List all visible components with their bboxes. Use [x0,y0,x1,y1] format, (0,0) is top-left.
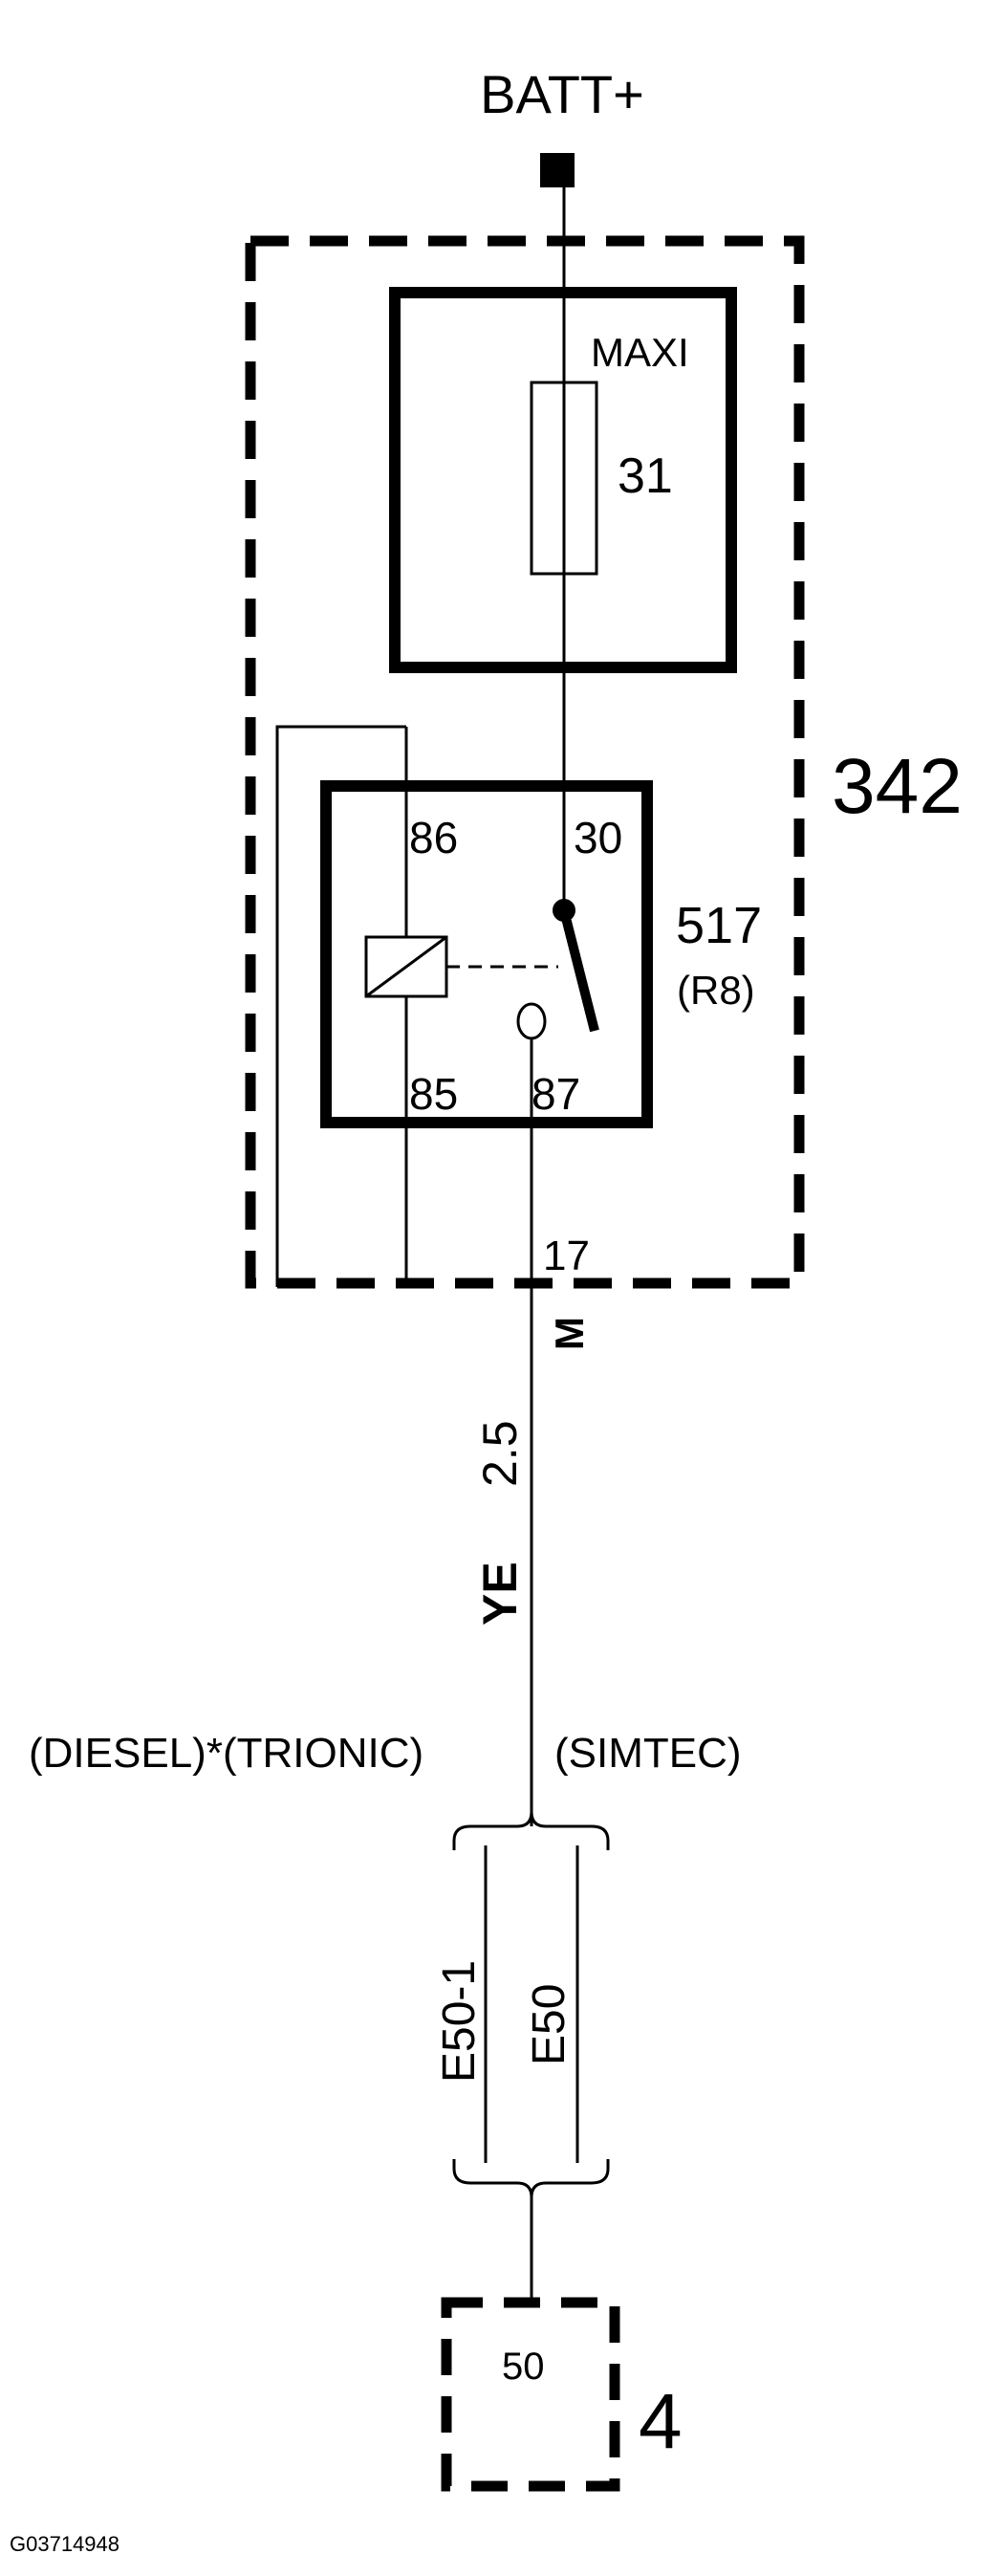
batt-plus-label: BATT+ [480,64,644,124]
pin-30-label: 30 [574,813,622,862]
pin-87-label: 87 [532,1069,580,1119]
fuse-number-label: 31 [618,448,673,504]
relay-coil-diagonal [365,935,447,998]
pin-85-label: 85 [409,1069,458,1119]
module-number-label: 342 [832,743,963,830]
pin-86-loop-wire [275,725,406,1287]
component-4-box [441,2297,620,2492]
connector-code-label: M [547,1317,592,1350]
component-number-label: 4 [639,2378,683,2465]
maxi-label: MAXI [591,330,689,375]
relay-number-label: 517 [676,897,762,954]
battery-terminal-block [540,153,575,187]
wire-size-label: 2.5 [473,1420,527,1487]
variant-right-label: (SIMTEC) [554,1730,742,1777]
relay-position-label: (R8) [677,968,755,1013]
contact-87 [516,1002,547,1040]
upper-brace [452,1811,610,1850]
pin-17-label: 17 [543,1233,590,1279]
variant-left-label: (DIESEL)*(TRIONIC) [29,1730,423,1777]
splice-left-label: E50-1 [434,1960,485,2083]
wire-color-label: YE [473,1561,527,1626]
pin-86-label: 86 [409,813,458,862]
module-342-boundary [245,235,805,1289]
splice-right-label: E50 [524,1984,575,2065]
relay-box [320,780,653,1128]
switch-arm [559,908,599,1033]
figure-id-label: G03714948 [10,2532,119,2556]
component-pin-label: 50 [502,2346,545,2388]
lower-brace [452,2159,610,2198]
